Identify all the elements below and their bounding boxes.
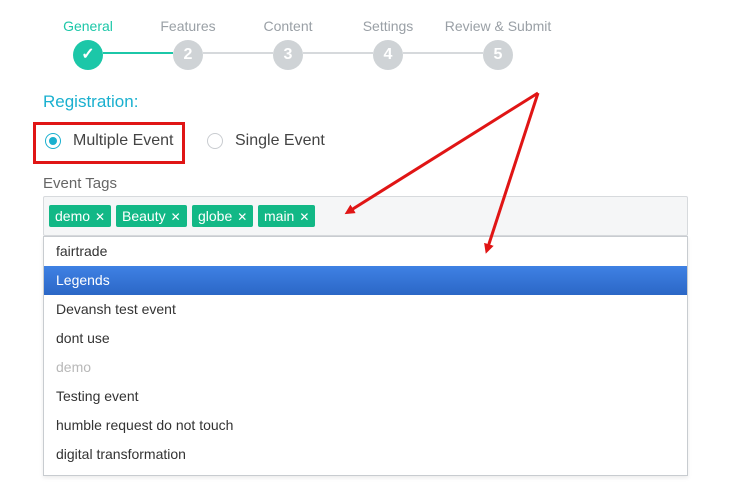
registration-title: Registration: (43, 92, 139, 111)
step-label: Settings (362, 18, 414, 34)
step-number: 2 (173, 40, 203, 70)
dropdown-option[interactable]: digital transformation (56, 446, 186, 462)
radio-single-event[interactable]: Single Event (207, 132, 325, 150)
step-number: 3 (273, 40, 303, 70)
remove-tag-icon[interactable]: ✕ (170, 210, 181, 224)
radio-label: Single Event (235, 132, 325, 149)
dropdown-option[interactable]: humble request do not touch (56, 417, 234, 433)
step-label: Review & Submit (444, 18, 552, 34)
checkmark-icon: ✓ (73, 40, 103, 70)
stepper-connector-4 (403, 52, 483, 54)
remove-tag-icon[interactable]: ✕ (237, 210, 248, 224)
dropdown-option-disabled: demo (56, 359, 92, 375)
stepper-connector-1 (103, 52, 173, 54)
remove-tag-icon[interactable]: ✕ (299, 210, 310, 224)
dropdown-option[interactable]: dont use (56, 330, 110, 346)
progress-stepper: General ✓ Features 2 Content 3 Settings … (0, 0, 734, 80)
tag-chip: Beauty ✕ (116, 205, 187, 227)
step-number: 5 (483, 40, 513, 70)
dropdown-option-highlighted[interactable]: Legends (44, 266, 687, 295)
dropdown-option[interactable]: Devansh test event (56, 301, 176, 317)
tag-chip: demo ✕ (49, 205, 112, 227)
tag-label: Beauty (122, 208, 166, 224)
tag-label: globe (198, 208, 233, 224)
radio-multiple-event[interactable]: Multiple Event (45, 132, 174, 150)
tag-chip: main ✕ (258, 205, 316, 227)
tag-chip: globe ✕ (192, 205, 254, 227)
event-tags-input[interactable]: demo ✕ Beauty ✕ globe ✕ main ✕ (43, 196, 688, 236)
step-label: Content (263, 18, 313, 34)
annotation-highlight-box (33, 122, 185, 164)
step-general[interactable]: General ✓ (28, 0, 148, 70)
radio-checked-icon[interactable] (45, 133, 61, 149)
step-review-submit[interactable]: Review & Submit 5 (438, 0, 558, 70)
step-label: General (63, 18, 113, 34)
tags-dropdown-list[interactable]: fairtrade Legends Devansh test event don… (43, 236, 688, 476)
step-settings[interactable]: Settings 4 (328, 0, 448, 70)
tag-label: demo (55, 208, 91, 224)
remove-tag-icon[interactable]: ✕ (95, 210, 106, 224)
step-content[interactable]: Content 3 (228, 0, 348, 70)
annotation-arrow-to-tags (344, 91, 539, 215)
step-features[interactable]: Features 2 (128, 0, 248, 70)
radio-label: Multiple Event (73, 132, 174, 149)
stepper-connector-2 (203, 52, 273, 54)
dropdown-option[interactable]: Testing event (56, 388, 139, 404)
tag-label: main (264, 208, 295, 224)
step-number: 4 (373, 40, 403, 70)
radio-unchecked-icon[interactable] (207, 133, 223, 149)
event-tags-label: Event Tags (43, 175, 117, 192)
step-label: Features (160, 18, 216, 34)
dropdown-option[interactable]: fairtrade (56, 243, 108, 259)
stepper-connector-3 (303, 52, 373, 54)
